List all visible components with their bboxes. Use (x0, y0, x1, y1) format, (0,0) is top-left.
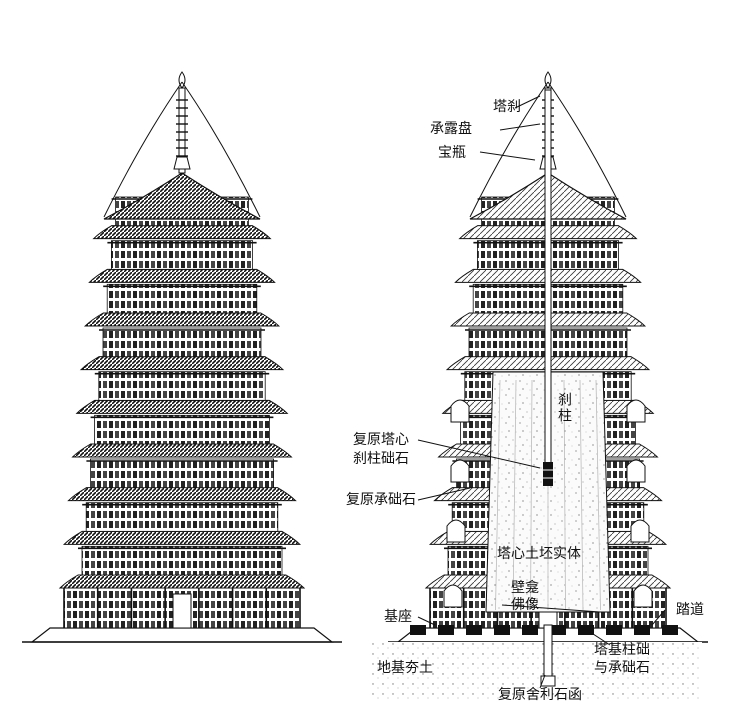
foundation-block (522, 625, 538, 635)
label-cheng-lu-pan: 承露盘 (430, 121, 472, 137)
label-cha-zhu: 刹柱 (556, 392, 572, 424)
niche-arch (633, 584, 653, 608)
core-line (512, 379, 517, 611)
core-line (579, 379, 584, 611)
roof-eave (83, 312, 281, 327)
entrance-door (172, 593, 192, 629)
spire-chain-right (181, 81, 261, 218)
core-line (595, 379, 601, 611)
label-fuyuan-sheli: 复原舍利石函 (498, 687, 582, 703)
platform-base (30, 627, 334, 643)
roof-eave (62, 530, 302, 545)
niche-arch (450, 399, 470, 423)
foundation-block (606, 625, 622, 635)
label-fuyuan-taxin-1: 复原塔心 (353, 432, 409, 448)
spire-chain-right (547, 81, 627, 218)
niche-arch (626, 399, 646, 423)
foundation-block (550, 625, 566, 635)
roof-eave (71, 443, 293, 458)
tier-wall (106, 283, 258, 314)
rammed-earth-ground (372, 642, 702, 702)
label-taji-2: 与承础石 (594, 660, 650, 676)
label-ta-cha: 塔刹 (493, 99, 521, 115)
niche-arch (626, 459, 646, 483)
leader-lines (417, 95, 666, 689)
core-line (563, 379, 566, 611)
label-bikan-1: 壁龛 (511, 580, 539, 596)
tier-wall (81, 545, 283, 576)
foundation-block (662, 625, 678, 635)
left-pagoda-elevation (22, 71, 342, 643)
roof-eave (75, 399, 289, 414)
tier-wall (102, 327, 262, 358)
foundation-block (494, 625, 510, 635)
niche-arch (630, 519, 650, 543)
niche-arch (446, 519, 466, 543)
spire-chain-left (103, 81, 183, 218)
relic-stone-box (540, 675, 556, 687)
core-line (530, 379, 533, 611)
label-fuyuan-chengchu: 复原承础石 (346, 492, 416, 508)
label-tadao: 踏道 (676, 602, 704, 618)
roof-eave (88, 268, 276, 283)
tier-wall (111, 240, 253, 270)
label-fuyuan-taxin-2: 刹柱础石 (353, 451, 409, 467)
roof-eave (67, 487, 297, 502)
core-line (495, 379, 501, 611)
roof-eave (79, 356, 285, 371)
niche-arch (443, 584, 463, 608)
spire-vase (173, 156, 191, 170)
tier-wall (90, 458, 274, 489)
foundation-block (578, 625, 594, 635)
mast-foundation-stone (543, 462, 553, 486)
spire-chain-left (469, 81, 549, 218)
foundation-block (410, 625, 426, 635)
central-mast (544, 89, 552, 466)
label-bikan-2: 佛像 (511, 597, 539, 613)
roof-eave (58, 574, 306, 589)
foundation-block (634, 625, 650, 635)
niche-arch (450, 459, 470, 483)
label-taxin-tupei: 塔心土坯实体 (497, 546, 581, 562)
tier-wall (98, 371, 266, 401)
label-taji-1: 塔基柱础 (594, 642, 650, 658)
right-pagoda-section (372, 71, 708, 702)
tier-wall (94, 414, 270, 445)
label-diji: 地基夯土 (377, 660, 433, 676)
tier-wall (85, 502, 279, 532)
top-roof (103, 172, 261, 220)
label-jizuo: 基座 (384, 609, 412, 625)
roof-eave (92, 225, 272, 240)
label-bao-ping: 宝瓶 (438, 145, 466, 161)
foundation-block (466, 625, 482, 635)
foundation-block (438, 625, 454, 635)
